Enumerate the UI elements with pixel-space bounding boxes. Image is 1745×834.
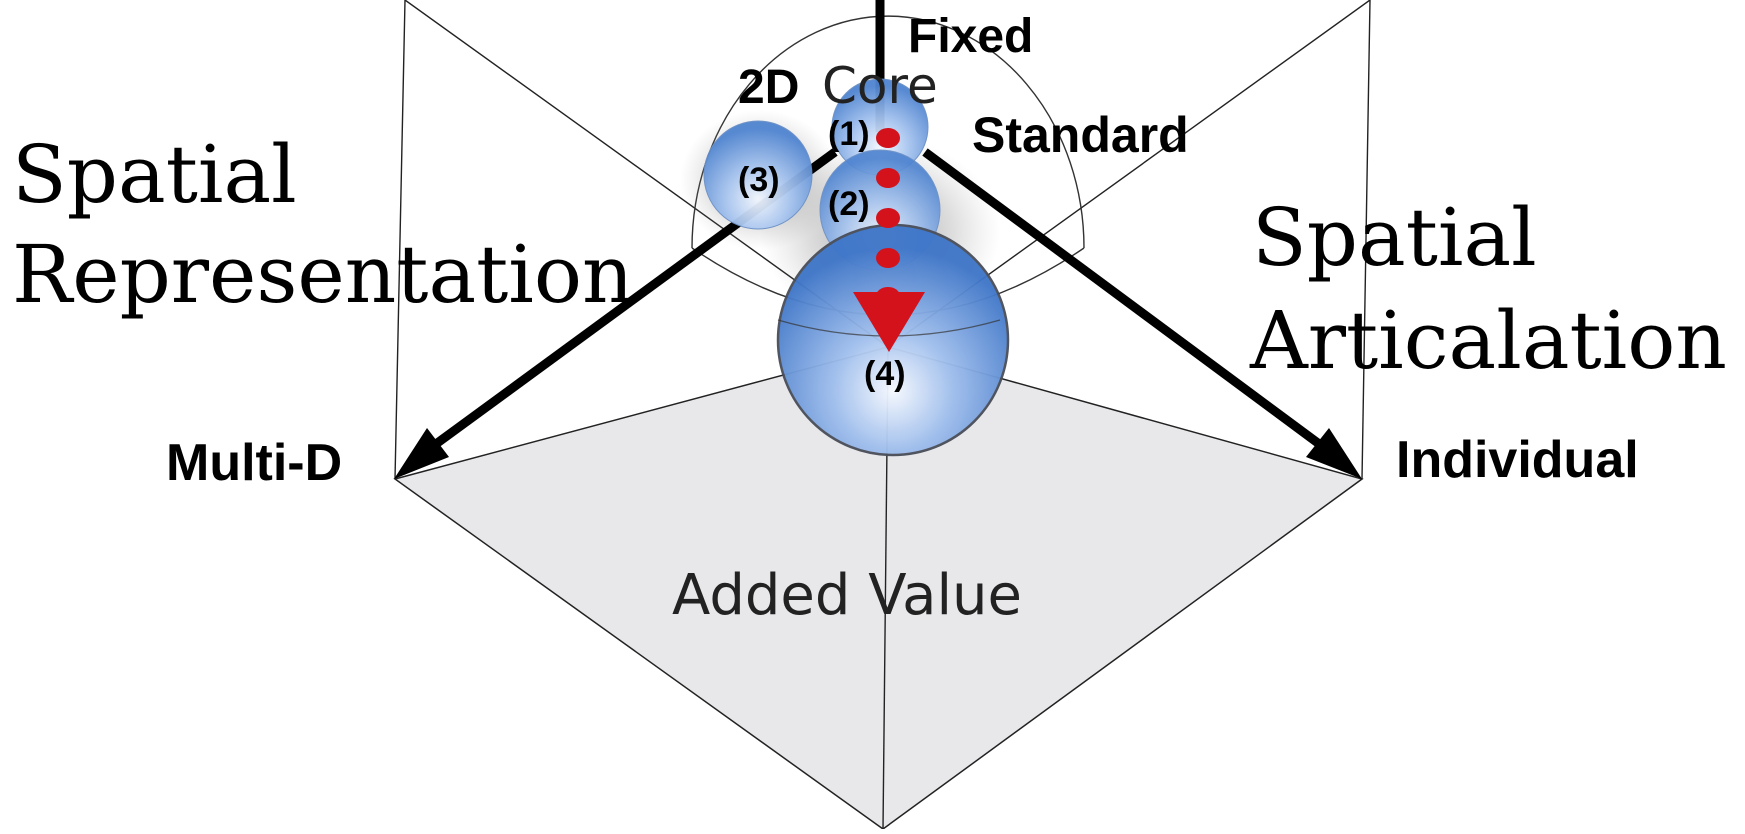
core-label: Core (822, 57, 938, 115)
path-dot (876, 248, 900, 268)
added-value-label: Added Value (672, 563, 1022, 628)
stage-label-2: (2) (828, 185, 870, 223)
spatial-articalation-line1: Spatial (1252, 191, 1537, 284)
path-dot (876, 168, 900, 188)
multi-d-arrowhead (394, 428, 449, 479)
stage-ball-3 (703, 120, 813, 230)
core-prefix: 2D (738, 61, 799, 114)
fixed-label: Fixed (908, 10, 1033, 63)
progression-path (853, 128, 925, 352)
stage-label-1: (1) (828, 115, 870, 153)
individual-axis-line (922, 148, 1333, 456)
multi-d-label: Multi-D (166, 434, 342, 492)
spatial-representation-line2: Representation (12, 228, 634, 321)
individual-arrowhead (1306, 428, 1362, 479)
spatial-articalation-line2: Articalation (1249, 294, 1727, 387)
standard-label: Standard (972, 107, 1189, 163)
individual-label: Individual (1396, 431, 1639, 489)
path-arrowhead (853, 292, 925, 352)
stage-label-3: (3) (738, 161, 780, 199)
path-dot (876, 208, 900, 228)
path-dot (876, 128, 900, 148)
spatial-representation-line1: Spatial (12, 128, 297, 221)
stage-label-4: (4) (864, 355, 906, 393)
